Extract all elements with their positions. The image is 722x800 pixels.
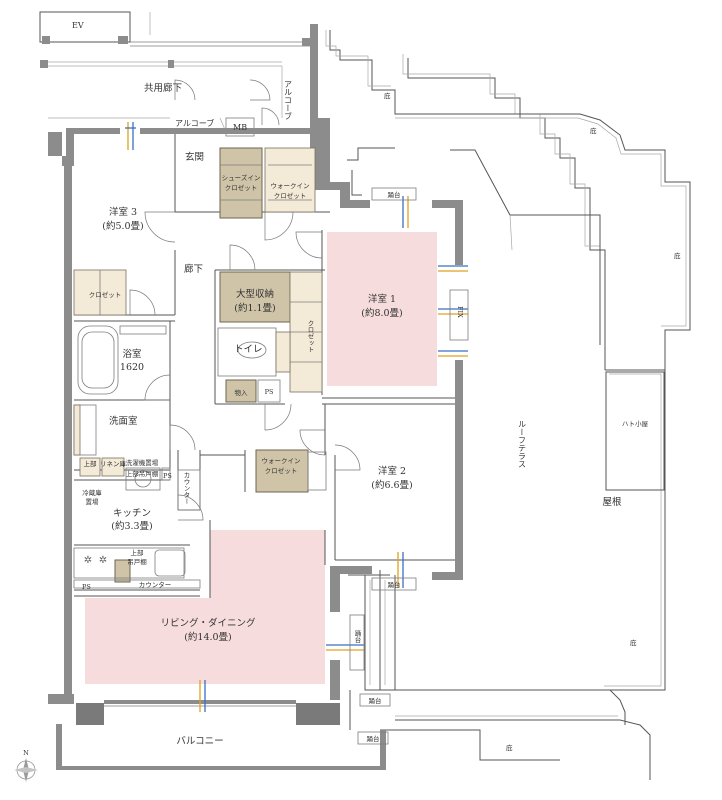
wic-top-label-1: ウォークイン [271, 182, 310, 190]
linen-label-lower: リネン庫 [100, 459, 127, 468]
linen-label-upper: 上部 [84, 459, 98, 468]
toilet-label: トイレ [234, 344, 263, 355]
niwa-label-1: 庇 [384, 91, 391, 100]
walkin-closet-top [264, 147, 316, 213]
common-corridor-label: 共用廊下 [144, 82, 182, 94]
shoes-closet [219, 147, 263, 219]
counter-vertical-label: カウンター [182, 472, 190, 505]
north-compass: N [14, 749, 38, 782]
arrow-bedroom1-right-3 [438, 350, 468, 357]
ev-label: EV [72, 21, 84, 30]
toilet-bowl [237, 341, 267, 359]
alcove-horizontal-label: アルコーブ [175, 118, 214, 128]
bedroom1-name: 洋室 1 [368, 293, 396, 305]
closet-bedroom1-label: クロゼット [306, 320, 314, 353]
niwa-label-3: 庇 [674, 251, 681, 260]
roof-label: 屋根 [602, 496, 622, 508]
hallway-label: 廊下 [184, 263, 203, 275]
living-size: (約14.0畳) [184, 631, 232, 643]
niwa-label-2: 庇 [590, 126, 597, 135]
bathtub [77, 325, 119, 395]
labels: EV 共用廊下 アルコーブ アルコーブ MB 玄関 シューズイン クロゼット ウ… [72, 21, 681, 752]
counter-horizontal-label: カウンター [139, 580, 172, 589]
ps-lower-label: PS [82, 583, 91, 591]
common-area [39, 11, 330, 137]
bathroom-name: 浴室 [122, 348, 141, 360]
storage-units [73, 147, 327, 583]
upper-cabinet-label-1: 上部 [131, 548, 145, 557]
arrow-bedroom3 [125, 122, 136, 150]
roof-terrace-label: ルーフテラス [518, 420, 527, 468]
fixtures: ✲ ✲ [73, 325, 291, 589]
closet-bedroom3-label: クロゼット [89, 290, 122, 299]
washroom-label: 洗面室 [109, 415, 138, 427]
arrow-bedroom1-right-1 [438, 265, 468, 272]
balcony-label: バルコニー [176, 736, 223, 747]
window-arrows [125, 122, 468, 712]
stove-burner-1: ✲ [84, 555, 92, 566]
alcove-vertical-label: アルコーブ [284, 80, 293, 120]
door-swings [129, 107, 361, 521]
kitchen-size: (約3.3畳) [111, 520, 153, 532]
large-storage [219, 271, 291, 323]
fix-window-label: FIX [456, 306, 464, 318]
tedai-label-2: 踊台 [388, 580, 401, 589]
storage-small-label: 物入 [235, 388, 249, 397]
large-storage-name: 大型収納 [236, 288, 274, 300]
fridge-label-1: 冷蔵庫 [82, 488, 102, 497]
stove-burner-2: ✲ [99, 555, 107, 566]
bedroom3-name: 洋室 3 [109, 206, 137, 218]
arrow-bedroom1-right-2 [438, 308, 468, 315]
tedai-label-3: 踊台 [353, 630, 361, 645]
living-name: リビング・ダイニング [160, 617, 256, 629]
niwa-label-5: 庇 [506, 743, 513, 752]
tedai-label-5: 踊台 [367, 734, 380, 743]
arrow-living-right [326, 644, 364, 651]
small-roof-label: ハト小屋 [622, 419, 649, 428]
living-fill [85, 530, 325, 684]
north-label: N [23, 749, 29, 757]
arrow-bedroom2 [397, 552, 404, 588]
upper-cabinet-label-2: 吊戸棚 [127, 557, 147, 566]
kitchen-name: キッチン [113, 508, 151, 519]
wic-bedroom2-label-1: ウォークイン [262, 457, 301, 465]
bedroom1-fill [327, 232, 437, 386]
shoes-closet-label-1: シューズイン [222, 173, 261, 182]
ps-kitchen-label: PS [163, 472, 172, 480]
tedai-label-1: 踊台 [388, 190, 401, 199]
mb-label: MB [233, 123, 247, 132]
wic-top-label-2: クロゼット [274, 191, 307, 200]
walkin-closet-bedroom2 [255, 449, 309, 493]
bathroom-size: 1620 [120, 362, 144, 373]
ps-upper-label: PS [265, 388, 274, 396]
shoes-closet-label-2: クロゼット [225, 183, 258, 192]
exterior-walls [48, 128, 463, 770]
wic-bedroom2-label-2: クロゼット [265, 466, 298, 475]
arrow-bedroom1-top [402, 196, 409, 228]
arrow-living-bottom [199, 680, 206, 712]
bedroom1-size: (約8.0畳) [361, 307, 403, 319]
storage-small [225, 379, 257, 403]
bedroom2-name: 洋室 2 [378, 465, 406, 477]
laundry-label-upper: 洗濯機置場 [126, 458, 159, 467]
bedroom3-size: (約5.0畳) [102, 220, 144, 232]
laundry-label-lower: 上部吊戸棚 [126, 469, 159, 478]
entrance-label: 玄関 [185, 151, 204, 163]
tedai-label-4: 踊台 [369, 696, 382, 705]
large-storage-size: (約1.1畳) [234, 302, 276, 314]
washer [125, 467, 161, 491]
kitchen-counter [73, 547, 185, 579]
niwa-label-4: 庇 [630, 638, 637, 647]
bedroom2-size: (約6.6畳) [371, 479, 413, 491]
roof-terrace-outline [325, 30, 691, 780]
fridge-label-2: 置場 [86, 497, 100, 506]
